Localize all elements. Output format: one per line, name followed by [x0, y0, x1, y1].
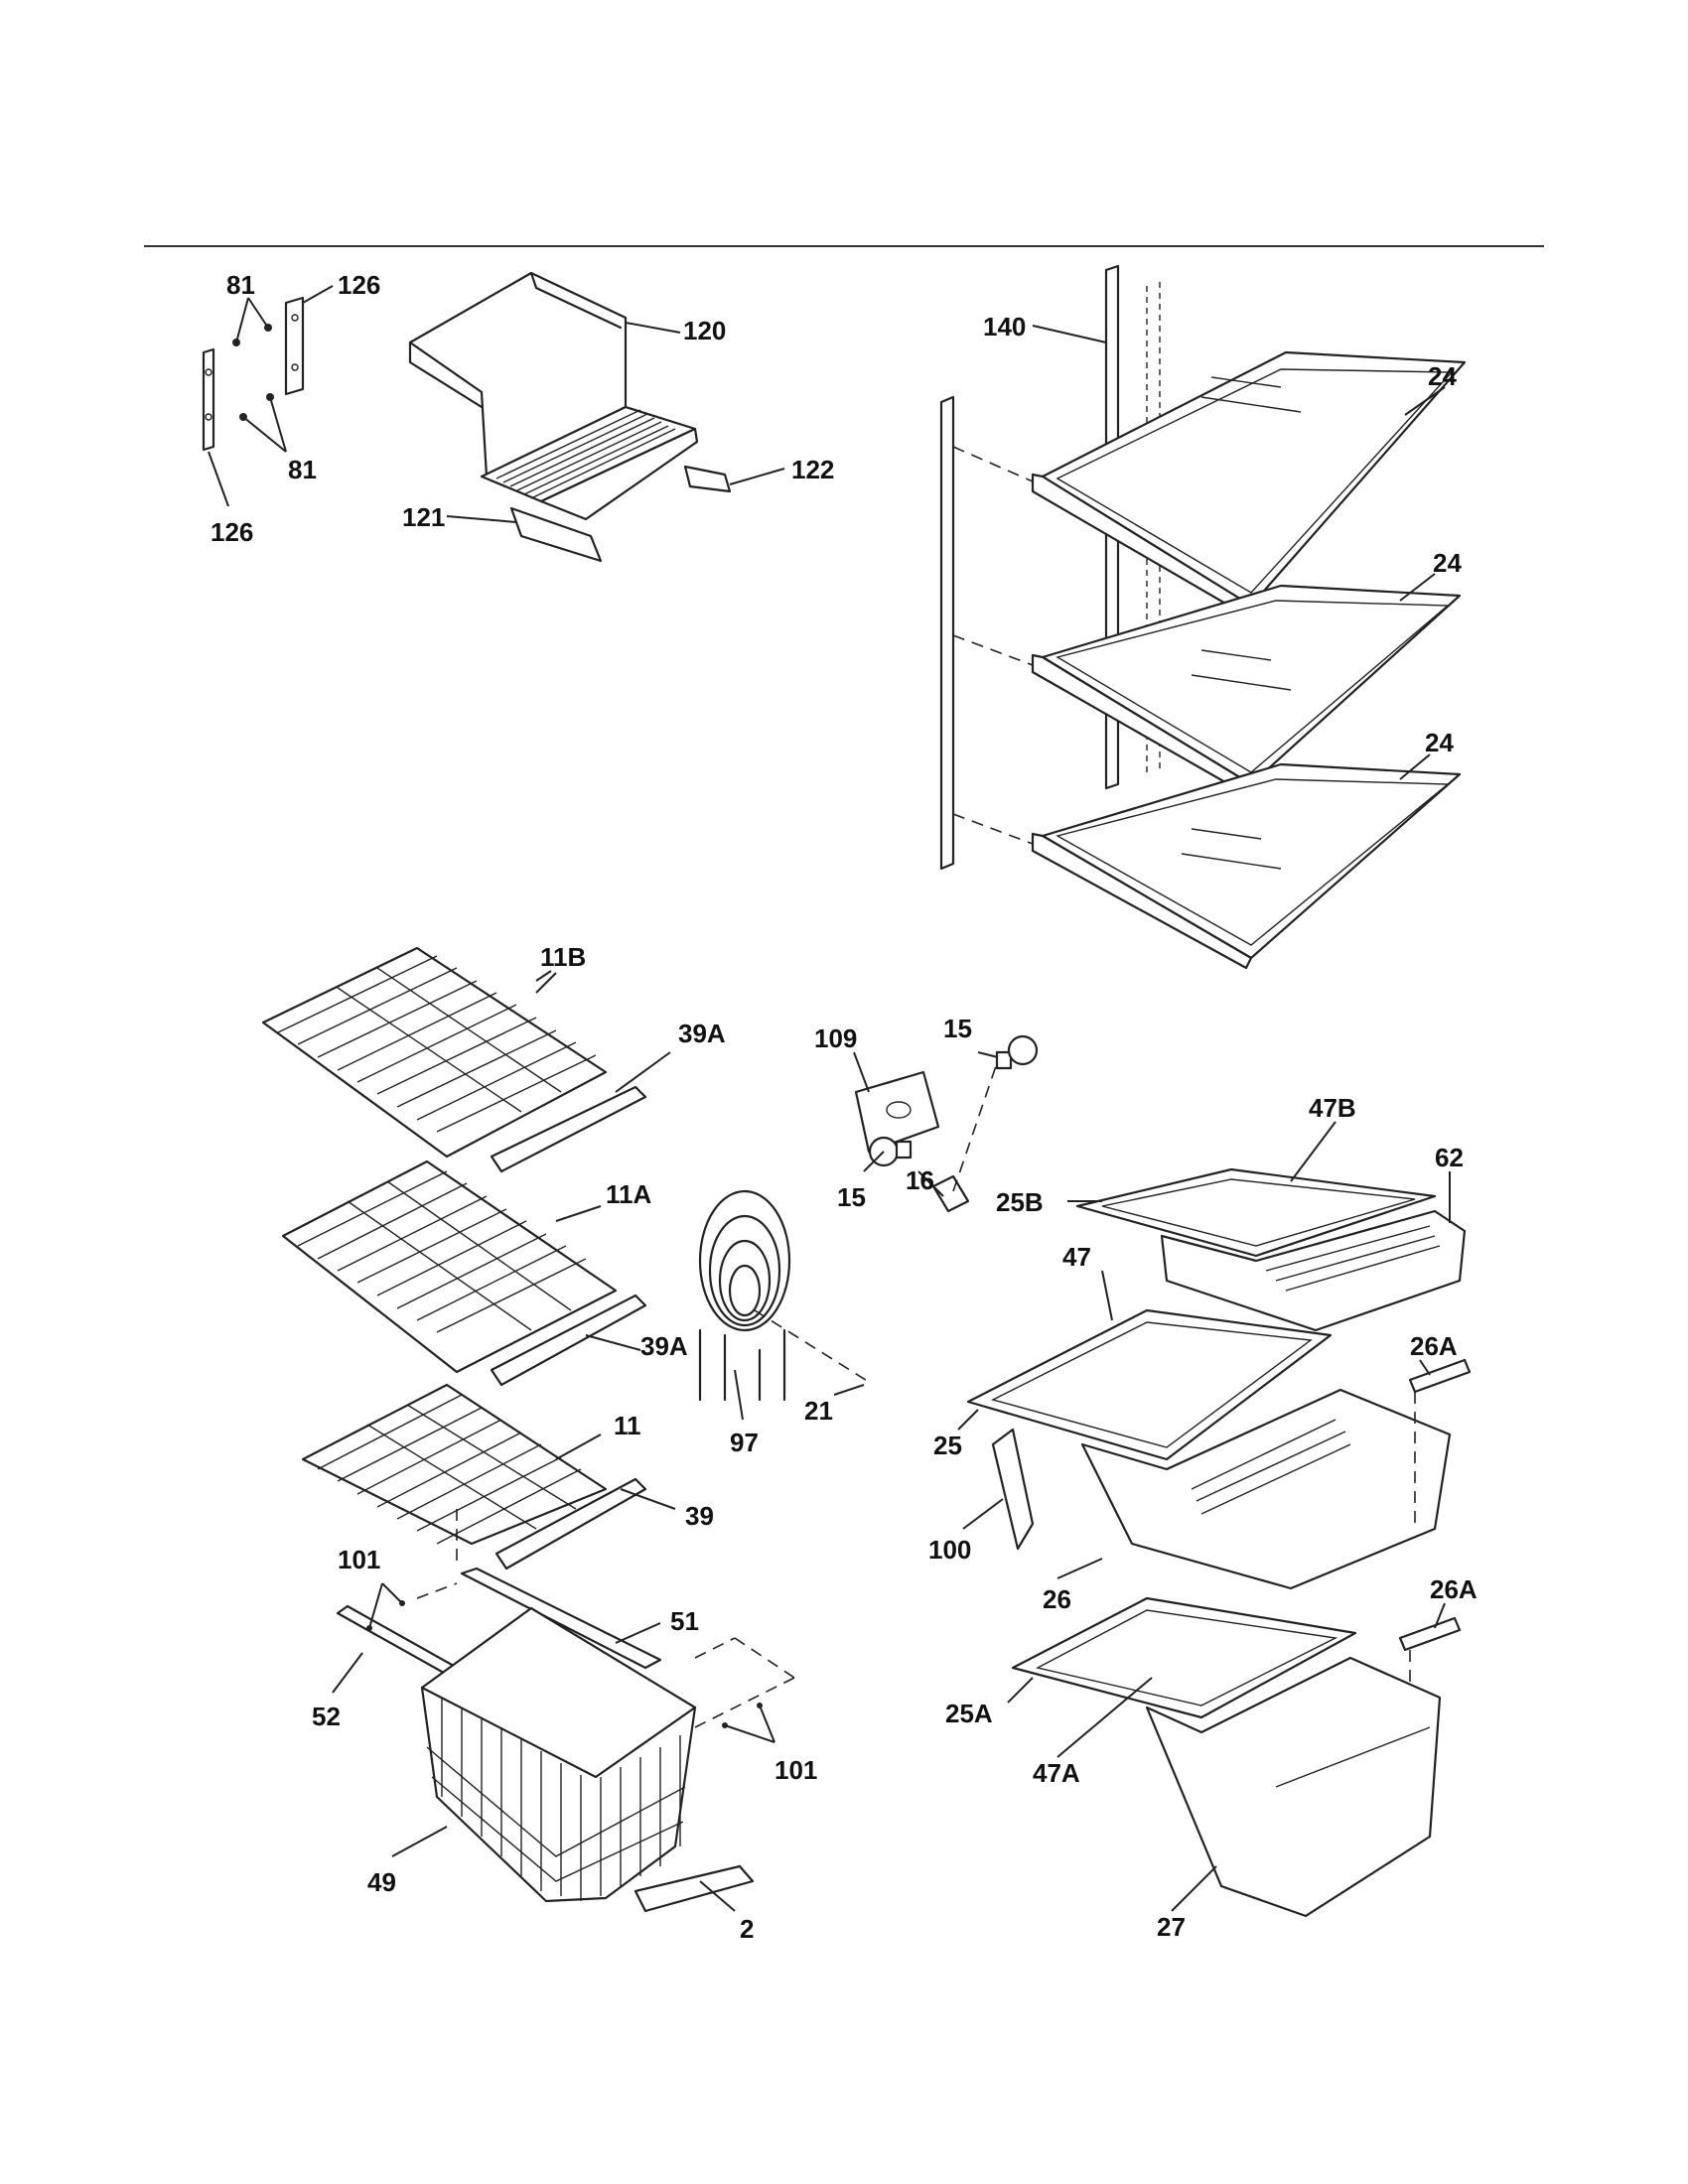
callout-126: 126 [211, 517, 253, 547]
condenser-coil-part [698, 1189, 870, 1421]
callout-39A: 39A [640, 1331, 688, 1361]
light-socket-part [853, 1034, 1039, 1213]
deli-drawer-part [408, 271, 785, 563]
hinge-bracket-part [202, 285, 334, 507]
callout-126: 126 [338, 270, 380, 300]
callout-27: 27 [1157, 1912, 1186, 1942]
callout-52: 52 [312, 1702, 341, 1731]
callout-81: 81 [288, 455, 317, 484]
callout-81: 81 [226, 270, 255, 300]
callout-120: 120 [683, 316, 726, 345]
callout-25A: 25A [945, 1699, 993, 1728]
callout-47: 47 [1062, 1242, 1091, 1272]
callout-15: 15 [943, 1014, 972, 1043]
callout-11A: 11A [606, 1179, 651, 1209]
callout-26A: 26A [1410, 1331, 1458, 1361]
callout-25B: 25B [996, 1187, 1044, 1217]
callout-121: 121 [402, 502, 445, 532]
callout-101: 101 [774, 1755, 817, 1785]
glass-shelves-part [939, 264, 1467, 970]
callout-16: 16 [906, 1165, 934, 1195]
callout-24: 24 [1433, 548, 1462, 578]
callout-62: 62 [1435, 1143, 1464, 1172]
callout-140: 140 [983, 312, 1026, 341]
callout-21: 21 [804, 1396, 833, 1426]
callout-24: 24 [1428, 361, 1457, 391]
callout-24: 24 [1425, 728, 1454, 757]
callout-labels: 81 126 81 126 120 122 121 140 24 24 24 1… [211, 270, 1477, 1944]
callout-26: 26 [1043, 1584, 1071, 1614]
callout-100: 100 [928, 1535, 971, 1565]
callout-11B: 11B [540, 942, 586, 972]
callout-47B: 47B [1309, 1093, 1356, 1123]
callout-15: 15 [837, 1182, 866, 1212]
callout-26A: 26A [1430, 1574, 1477, 1604]
callout-39A: 39A [678, 1019, 726, 1048]
callout-109: 109 [814, 1024, 857, 1053]
callout-2: 2 [740, 1914, 754, 1944]
freezer-basket-part [332, 1567, 795, 1913]
callout-47A: 47A [1033, 1758, 1080, 1788]
callout-51: 51 [670, 1606, 699, 1636]
callout-39: 39 [685, 1501, 714, 1531]
wire-shelves-part [261, 946, 676, 1570]
callout-101: 101 [338, 1545, 380, 1574]
callout-122: 122 [791, 455, 834, 484]
callout-97: 97 [730, 1428, 759, 1457]
callout-25: 25 [933, 1431, 962, 1460]
crisper-drawers-part [957, 1121, 1472, 1918]
callout-49: 49 [367, 1867, 396, 1897]
callout-11: 11 [614, 1411, 641, 1440]
